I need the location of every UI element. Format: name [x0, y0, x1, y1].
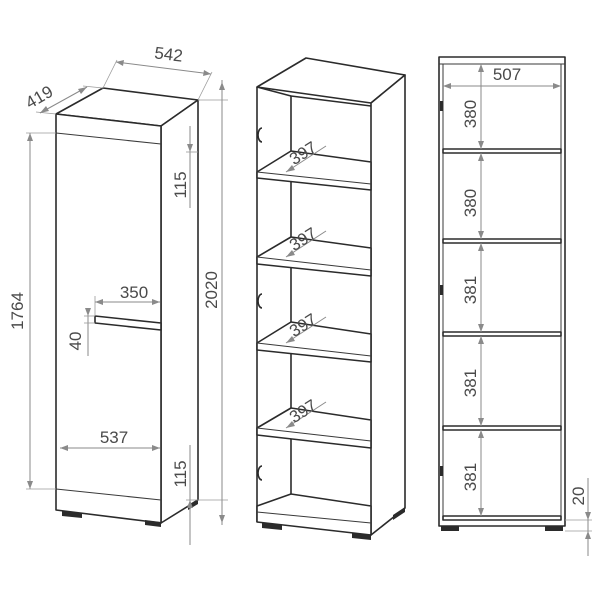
shelf-2-front [256, 256, 372, 271]
hinge-top [257, 127, 263, 143]
shelf-3 [256, 321, 372, 363]
dim-handle-height-arrow [85, 308, 91, 316]
door-handle [94, 315, 162, 331]
dim-compartment-3-label: 381 [461, 276, 480, 304]
dim-shelf-depth-4-arrow [286, 421, 295, 428]
cabinet-side-face [160, 99, 199, 524]
front-elevation-view: 507 380 380 381 381 381 20 [438, 56, 592, 556]
dim-handle-arrow-a [95, 299, 103, 305]
dim-compartment-4-arrow-b [478, 418, 484, 426]
dim-width-label: 542 [153, 43, 183, 65]
dim-compartment-1-arrow-b [478, 141, 484, 149]
top-band-line [55, 132, 162, 145]
ext-width-a [102, 59, 118, 89]
dim-door-height-arrow-b [27, 481, 33, 489]
open-bottom-front [256, 511, 372, 524]
dim-total-arrow-a [219, 82, 225, 90]
shelf-3-front [256, 342, 372, 357]
dim-total-arrow-b [219, 515, 225, 523]
dim-door-height-arrow-a [27, 133, 33, 141]
dim-compartment-5-label: 381 [461, 463, 480, 491]
open-foot-right [352, 533, 371, 540]
elev-hinge-top [440, 101, 443, 111]
open-bottom-panel [256, 493, 372, 536]
elev-foot-right [545, 526, 563, 531]
dim-handle-arrow-b [152, 299, 160, 305]
open-foot-left [262, 523, 282, 530]
dim-door-width-label: 537 [100, 428, 128, 447]
dim-compartment-2-label: 380 [461, 189, 480, 217]
dim-bottom-band-label: 115 [171, 460, 190, 487]
shelf-1 [256, 150, 372, 191]
dim-depth-label: 419 [22, 82, 56, 113]
cabinet-foot-right [145, 520, 161, 527]
shelf-1-front [256, 171, 372, 185]
bottom-band-line [55, 488, 162, 501]
dim-depth-arrow-b [78, 87, 87, 94]
dim-compartment-5-arrow-b [478, 508, 484, 516]
dim-door-width-arrow-a [60, 445, 68, 451]
elev-shelf-1 [442, 148, 562, 154]
elev-shelf-3 [442, 331, 562, 337]
dim-total-height-label: 2020 [202, 271, 221, 309]
dim-shelf-depth-2-arrow [286, 250, 295, 257]
dim-compartment-1-label: 380 [461, 100, 480, 128]
hinge-middle [257, 293, 263, 309]
hinge-bottom [257, 465, 263, 481]
open-cabinet-view: 397 397 397 397 [256, 57, 406, 540]
dim-width-arrow-a [116, 60, 124, 66]
dim-inner-width-label: 507 [493, 65, 521, 84]
closed-cabinet-view: 419 542 1764 115 2020 350 [8, 43, 228, 545]
elev-hinge-bottom [440, 466, 443, 476]
ext-width-b [197, 71, 213, 101]
dim-bottom-band-arrow [187, 500, 193, 508]
elev-foot-left [441, 526, 459, 531]
dim-door-width-arrow-b [152, 445, 160, 451]
elev-outer-frame [438, 56, 566, 527]
dim-compartment-4-label: 381 [461, 369, 480, 397]
dim-compartment-4-arrow-a [478, 336, 484, 344]
dim-depth-line [39, 86, 88, 114]
dim-inner-width-arrow-b [553, 83, 561, 89]
dim-compartment-2-arrow-a [478, 153, 484, 161]
dim-door-height-label: 1764 [8, 292, 27, 330]
open-foot-back [393, 507, 405, 520]
open-inner-top [290, 95, 372, 107]
dim-compartment-3-arrow-a [478, 243, 484, 251]
elev-shelf-4 [442, 425, 562, 431]
dim-plinth-arrow-a [585, 512, 591, 520]
elev-bottom-board [442, 515, 562, 521]
dim-plinth-label: 20 [569, 487, 588, 506]
dim-shelf-depth-1-arrow [286, 165, 295, 172]
open-side-panel [370, 74, 406, 536]
dim-compartment-2-arrow-b [478, 231, 484, 239]
dim-compartment-5-arrow-a [478, 430, 484, 438]
elev-hinge-middle [440, 285, 443, 295]
dim-compartment-3-arrow-b [478, 324, 484, 332]
shelf-4-front [256, 427, 372, 442]
dim-width-line [115, 61, 212, 75]
cabinet-foot-left [62, 511, 82, 518]
dim-handle-height-label: 40 [66, 332, 85, 351]
dim-top-band-label: 115 [171, 171, 190, 198]
dim-shelf-depth-3-arrow [286, 336, 295, 343]
dim-width-arrow-b [203, 70, 211, 76]
elev-shelf-2 [442, 238, 562, 244]
ext-depth-a [35, 111, 57, 115]
dim-top-band-arrow [187, 144, 193, 152]
dim-handle-width-label: 350 [120, 283, 148, 302]
dim-compartment-1-arrow-a [478, 64, 484, 72]
dim-depth-arrow-a [40, 106, 49, 113]
open-inner-top-left [256, 86, 292, 97]
dim-plinth-arrow-b [585, 531, 591, 539]
ext-depth-b [82, 85, 104, 89]
dim-inner-width-arrow-a [443, 83, 451, 89]
